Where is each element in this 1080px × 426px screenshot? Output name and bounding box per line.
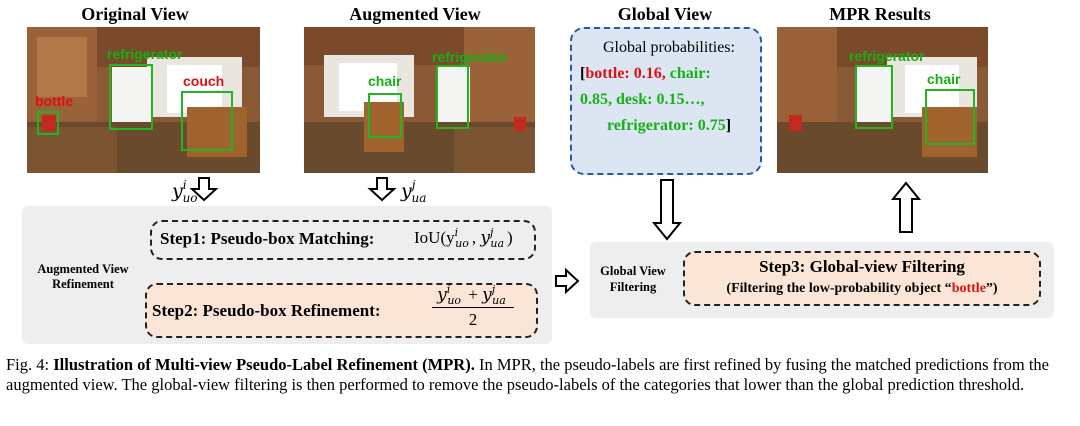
step1-box <box>150 220 536 260</box>
caption-fig-number: Fig. 4: <box>6 355 54 374</box>
down-arrow-augmented <box>367 177 397 202</box>
fraction-bar <box>432 307 514 308</box>
prob-desk: desk: 0.15…, <box>616 91 705 108</box>
title-augmented-view: Augmented View <box>349 4 481 24</box>
augmented-view-image: chair refrigerator <box>304 27 535 173</box>
detection-label-refrigerator: refrigerator <box>432 49 508 65</box>
detection-label-refrigerator: refrigerator <box>107 46 183 62</box>
caption-bold: Illustration of Multi-view Pseudo-Label … <box>53 355 475 374</box>
prob-chair-value: 0.85, <box>580 91 612 108</box>
global-probabilities-box <box>570 27 762 175</box>
bracket-open: [ <box>580 65 586 82</box>
step1-label: Step1: Pseudo-box Matching: <box>160 229 375 248</box>
down-arrow-global <box>651 179 683 241</box>
symbol-y-ua-j: yjua <box>401 178 427 205</box>
title-original-view: Original View <box>81 4 189 24</box>
global-probabilities-text: Global probabilities: [bottle: 0.16, cha… <box>580 35 758 139</box>
down-arrow-original <box>189 177 219 202</box>
step1-formula: IoU(yiuo, yjua) <box>414 226 513 250</box>
global-probabilities-heading: Global probabilities: <box>603 39 735 56</box>
global-filtering-label: Global View Filtering <box>600 264 666 294</box>
figure-caption: Fig. 4: Illustration of Multi-view Pseud… <box>6 355 1074 395</box>
detection-box-refrigerator <box>436 65 469 129</box>
detection-label-refrigerator: refrigerator <box>849 48 925 64</box>
step2-label: Step2: Pseudo-box Refinement: <box>152 301 381 320</box>
prob-refrigerator: refrigerator: 0.75 <box>606 117 726 134</box>
detection-box-bottle <box>37 111 59 135</box>
step3-detail: (Filtering the low-probability object “b… <box>726 281 998 296</box>
step2-box <box>145 283 538 338</box>
step3-label: Step3: Global-view Filtering <box>759 257 965 276</box>
detection-box-refrigerator <box>109 64 153 130</box>
prob-chair-label: chair: <box>669 65 711 82</box>
original-view-image: refrigerator couch bottle <box>27 27 260 173</box>
detection-box-couch <box>181 91 233 151</box>
caption-text: In MPR, the pseudo-labels are first refi… <box>6 355 1049 394</box>
up-arrow-mpr <box>890 181 922 233</box>
symbol-y-uo-i: yiuo <box>172 178 198 205</box>
title-global-view: Global View <box>617 4 713 24</box>
detection-label-chair: chair <box>927 71 961 87</box>
step2-formula: yiuo + yjua 2 <box>428 283 518 330</box>
mpr-results-image: refrigerator chair <box>777 27 988 173</box>
augmented-refinement-label: Augmented View Refinement <box>37 262 129 291</box>
prob-bottle: bottle: 0.16, <box>585 65 666 82</box>
detection-label-chair: chair <box>368 73 402 89</box>
title-mpr-results: MPR Results <box>829 4 931 24</box>
detection-label-bottle: bottle <box>35 93 74 109</box>
right-arrow-global-filtering <box>555 267 580 295</box>
bracket-close: ] <box>725 117 732 134</box>
detection-box-chair <box>925 89 975 145</box>
detection-label-couch: couch <box>183 73 225 89</box>
detection-box-refrigerator <box>855 65 893 129</box>
detection-box-chair <box>368 93 402 138</box>
step3-box <box>683 251 1041 306</box>
